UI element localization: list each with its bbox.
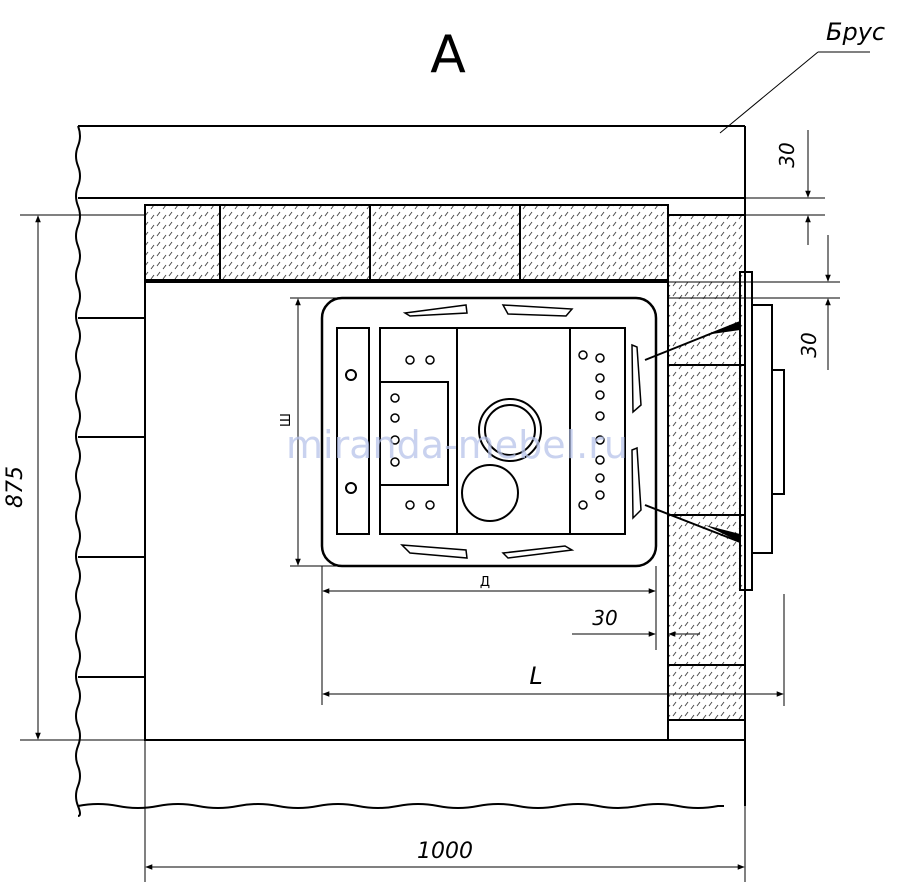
front-gap-dimension [572, 600, 700, 650]
stove-depth-dimension [290, 297, 340, 567]
stove-width-dimension [321, 566, 657, 705]
bottom-break-line [77, 803, 724, 809]
view-title: А [430, 25, 466, 85]
top-gap-dimension [745, 130, 825, 245]
callout-label: Брус [826, 18, 885, 46]
width-dimension [144, 740, 746, 882]
watermark: miranda-mebel.ru [286, 423, 628, 467]
bottom-burner [461, 464, 519, 522]
callout-leader [719, 51, 870, 134]
side-gap-label: 30 [797, 332, 821, 357]
stove-depth-label: Ш [279, 413, 294, 427]
width-label: 1000 [417, 839, 473, 864]
top-gap-label: 30 [775, 142, 799, 167]
length-dimension [322, 594, 785, 706]
top-burner [478, 398, 542, 462]
stove-width-label: Д [480, 575, 490, 590]
brick-lining-right [667, 214, 746, 721]
stove-body [320, 296, 658, 568]
base-sheet [144, 281, 669, 741]
front-gap-label: 30 [592, 606, 617, 630]
length-label: L [529, 662, 542, 690]
brick-lining-top [144, 204, 669, 281]
door-flange [644, 271, 785, 591]
side-gap-dimension [668, 235, 840, 370]
height-label: 875 [3, 466, 28, 508]
height-dimension [20, 214, 145, 741]
left-break-line [75, 125, 81, 817]
